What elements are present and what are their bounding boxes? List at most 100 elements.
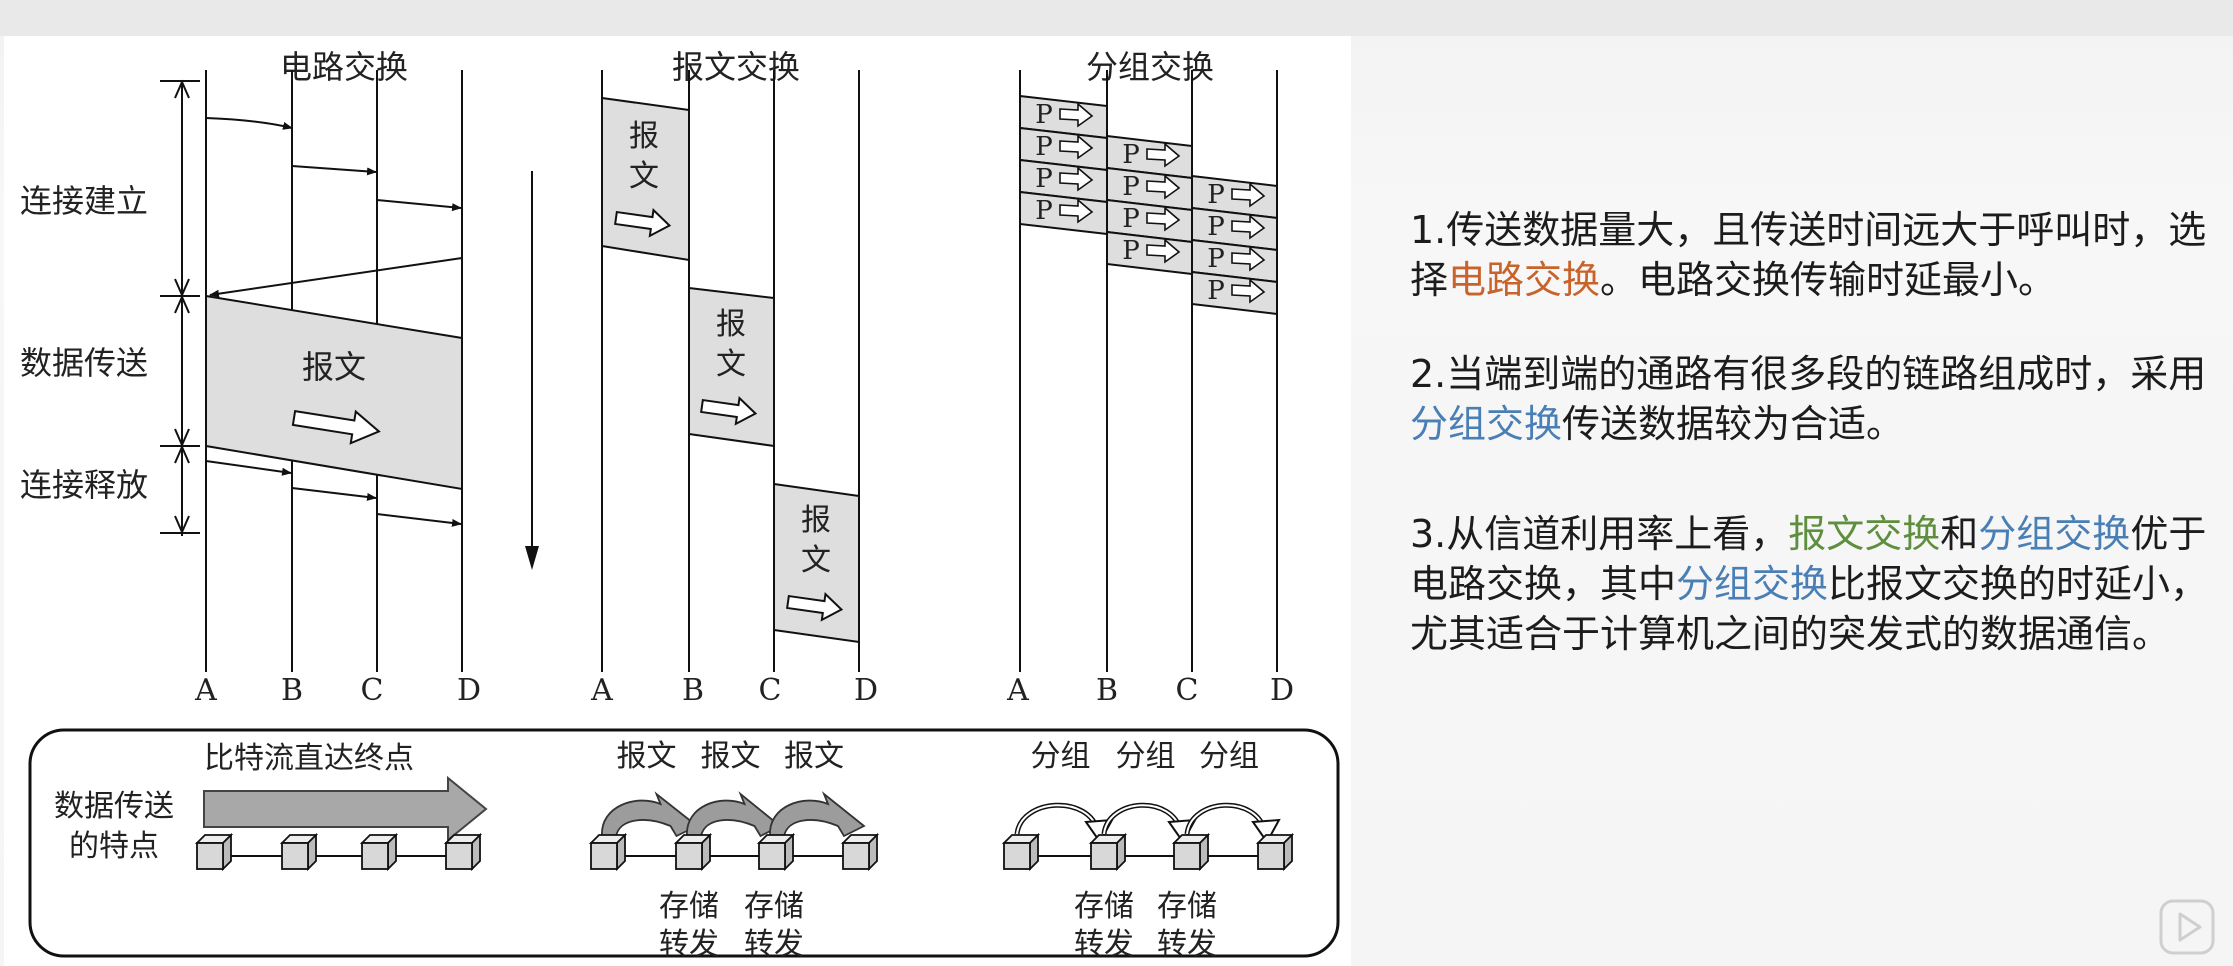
notes-panel: 1.传送数据量大，且传送时间远大于呼叫时，选择电路交换。电路交换传输时延最小。 …: [1410, 205, 2215, 659]
message-store-b-line1: 存储: [659, 889, 719, 924]
note-2-text-after: 传送数据较为合适。: [1562, 402, 1905, 446]
message-char-2: 文: [629, 159, 659, 194]
characteristics-label-line2: 的特点: [69, 829, 159, 864]
message-store-b-line2: 转发: [659, 927, 719, 962]
switching-diagram-panel: 电路交换 报文交换 分组交换 连接建立 数据传送 连接释放 报文: [4, 36, 1351, 966]
hop-label: 分组: [1031, 739, 1091, 774]
circuit-data-block: [205, 294, 463, 491]
circuit-data-arrow: [291, 409, 381, 445]
node-label-d: D: [854, 673, 878, 708]
message-char-1: 报: [801, 503, 831, 538]
hop-arrow: 分组: [1184, 739, 1281, 844]
node-label-a: A: [194, 673, 217, 708]
node-label-d: D: [1270, 673, 1294, 708]
node-cube: [588, 832, 628, 872]
note-3-highlight-packet-2: 分组交换: [1676, 562, 1829, 606]
node-label-c: C: [759, 673, 782, 708]
message-char-2: 文: [801, 543, 831, 578]
note-1-text-after: 。电路交换传输时延最小。: [1600, 258, 2057, 302]
circuit-bitstream-label: 比特流直达终点: [204, 741, 414, 776]
switching-diagram: 电路交换 报文交换 分组交换 连接建立 数据传送 连接释放 报文: [20, 48, 1340, 962]
packet-label: P: [1207, 212, 1225, 242]
characteristics-label-line1: 数据传送: [54, 789, 174, 824]
node-label-a: A: [1006, 673, 1029, 708]
packet-label: P: [1122, 140, 1140, 170]
message-switching-diagram: 报 文 报 文 报 文 A B C D: [590, 70, 878, 708]
play-icon[interactable]: [2158, 898, 2216, 956]
phase-label-release: 连接释放: [20, 466, 148, 504]
circuit-bitstream-arrow: [203, 775, 488, 843]
packet-store-b-line1: 存储: [1074, 889, 1134, 924]
title-message-switching: 报文交换: [672, 48, 800, 86]
node-cube: [443, 832, 483, 872]
hop-label: 报文: [784, 739, 844, 774]
node-cube: [1171, 832, 1211, 872]
packet-label: P: [1207, 244, 1225, 274]
node-cube: [673, 832, 713, 872]
hop-arrow: 报文: [769, 739, 866, 838]
node-label-b: B: [682, 673, 704, 708]
note-2-highlight-packet: 分组交换: [1410, 402, 1563, 446]
note-3-highlight-packet-1: 分组交换: [1978, 512, 2131, 556]
note-2-text-before: 2.当端到端的通路有很多段的链路组成时，采用: [1410, 352, 2207, 396]
message-store-c-line2: 转发: [744, 927, 804, 962]
title-circuit-switching: 电路交换: [280, 48, 408, 86]
message-store-c-line1: 存储: [744, 889, 804, 924]
packet-label: P: [1035, 100, 1053, 130]
release-signal-c-d: [376, 513, 462, 527]
circuit-message-label: 报文: [302, 348, 366, 386]
setup-signal-c-d: [376, 199, 462, 212]
characteristics-panel: 数据传送 的特点 比特流直达终点 报文报文报文 存储 转发 存储 转发 分组分组…: [28, 728, 1340, 962]
packet-store-c-line2: 转发: [1157, 927, 1217, 962]
release-signal-a-b: [205, 460, 292, 476]
note-1-text-before: 1.传送数据量大，且传送时间远大于呼叫时，选择: [1410, 208, 2207, 302]
packet-label: P: [1122, 204, 1140, 234]
packet-arrow: [1231, 182, 1266, 208]
packet-arrow: [1059, 198, 1094, 224]
packet-label: P: [1035, 196, 1053, 226]
packet-arrow: [1059, 166, 1094, 192]
note-3-text-before: 3.从信道利用率上看，: [1410, 512, 1789, 556]
packet-arrow: [1146, 174, 1181, 200]
node-label-b: B: [1096, 673, 1118, 708]
message-hop-arrows: 报文报文报文: [601, 739, 866, 838]
node-cube: [279, 832, 319, 872]
packet-hop-arrows: 分组分组分组: [1014, 739, 1281, 844]
node-cube: [1088, 832, 1128, 872]
message-char-2: 文: [716, 347, 746, 382]
hop-label: 报文: [617, 739, 677, 774]
node-cube: [194, 832, 234, 872]
packet-store-b-line2: 转发: [1074, 927, 1134, 962]
packet-label: P: [1207, 276, 1225, 306]
packet-label: P: [1035, 132, 1053, 162]
hop-label: 报文: [701, 739, 761, 774]
packet-arrow: [1231, 246, 1266, 272]
packet-node-cubes: [1001, 832, 1295, 872]
note-3-highlight-message: 报文交换: [1788, 512, 1941, 556]
title-packet-switching: 分组交换: [1086, 48, 1214, 86]
message-node-cubes: [588, 832, 880, 872]
slide-top-bar: [0, 0, 2233, 36]
node-label-c: C: [361, 673, 384, 708]
packet-label: P: [1207, 180, 1225, 210]
ack-signal-d-a: [209, 257, 463, 298]
packet-label: P: [1122, 172, 1140, 202]
node-label-a: A: [590, 673, 613, 708]
note-3-text-mid: 优于电路交换，其中: [1410, 512, 2207, 606]
circuit-switching-diagram: 连接建立 数据传送 连接释放 报文 A B C D: [20, 70, 539, 708]
note-3: 3.从信道利用率上看，报文交换和分组交换优于电路交换，其中分组交换比报文交换的时…: [1410, 509, 2215, 659]
node-cube: [756, 832, 796, 872]
setup-signal-a-b: [205, 117, 293, 130]
packet-arrow: [1146, 206, 1181, 232]
packet-arrow: [1231, 278, 1266, 304]
phase-label-transfer: 数据传送: [20, 344, 148, 382]
hop-label: 分组: [1199, 739, 1259, 774]
message-char-1: 报: [629, 119, 659, 154]
setup-signal-b-c: [291, 165, 377, 176]
packet-label: P: [1122, 236, 1140, 266]
packet-store-c-line1: 存储: [1157, 889, 1217, 924]
message-arrow-hop2: [700, 396, 758, 426]
note-2: 2.当端到端的通路有很多段的链路组成时，采用分组交换传送数据较为合适。: [1410, 349, 2215, 449]
packet-arrow: [1231, 214, 1266, 240]
note-1: 1.传送数据量大，且传送时间远大于呼叫时，选择电路交换。电路交换传输时延最小。: [1410, 205, 2215, 305]
